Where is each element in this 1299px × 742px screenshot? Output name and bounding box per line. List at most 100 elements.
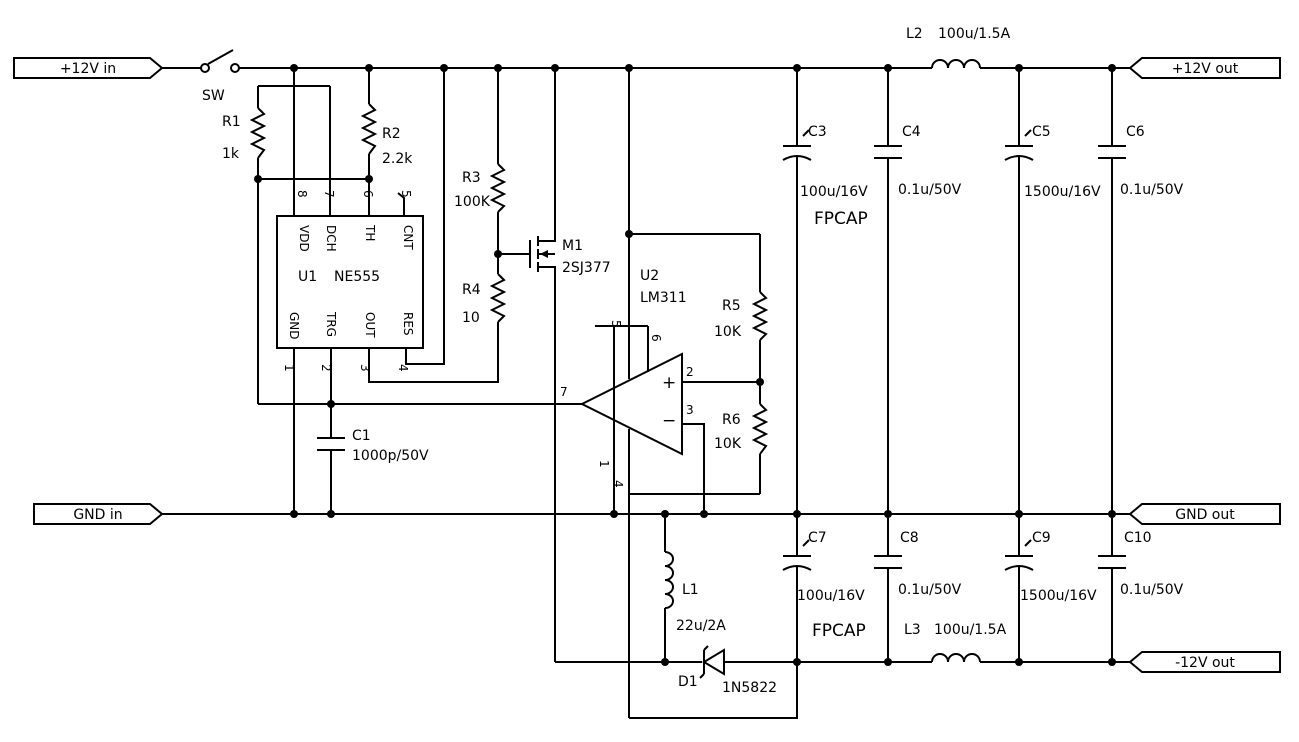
u2-value: LM311 xyxy=(640,290,687,306)
l2-value: 100u/1.5A xyxy=(938,26,1011,42)
c1-ref: C1 xyxy=(352,428,371,444)
port-gnd-in-label: GND in xyxy=(73,507,122,523)
r6-ref: R6 xyxy=(722,412,741,428)
c6-ref: C6 xyxy=(1126,124,1145,140)
u1-pinnum-2: 2 xyxy=(319,364,333,372)
u1-wiring xyxy=(257,68,582,514)
l1-ref: L1 xyxy=(682,582,699,598)
l2-ref: L2 xyxy=(906,26,923,42)
u2-minus: − xyxy=(662,411,676,431)
resistor-r5: R5 10K xyxy=(714,234,769,404)
capacitor-c4: C4 0.1u/50V xyxy=(874,68,962,514)
resistor-r2: R2 2.2k xyxy=(360,103,413,167)
u1-pin-res: RES xyxy=(401,312,415,336)
switch-sw-label: SW xyxy=(202,88,225,104)
u2-pin-1: 1 xyxy=(597,460,611,468)
u1-value: NE555 xyxy=(334,269,380,285)
u1-pinnum-5: 5 xyxy=(399,190,413,198)
port-vneg12-out: -12V out xyxy=(1128,651,1281,673)
c4-value: 0.1u/50V xyxy=(898,182,962,198)
c9-value: 1500u/16V xyxy=(1020,588,1097,604)
c8-value: 0.1u/50V xyxy=(898,582,962,598)
m1-ref: M1 xyxy=(562,238,583,254)
u1-pin-cnt: CNT xyxy=(401,225,415,250)
r3-ref: R3 xyxy=(462,170,481,186)
r5-ref: R5 xyxy=(722,298,741,314)
d1-ref: D1 xyxy=(678,674,698,690)
inductor-l2: L2 100u/1.5A xyxy=(906,26,1011,69)
resistor-r6: R6 10K xyxy=(714,403,769,494)
switch-sw: SW xyxy=(200,49,240,104)
port-v12-out: +12V out xyxy=(1128,57,1281,79)
u2-pin-7: 7 xyxy=(560,385,568,399)
port-v12-in-label: +12V in xyxy=(60,61,116,77)
c4-ref: C4 xyxy=(902,124,921,140)
c3-ref: C3 xyxy=(808,124,827,140)
d1-value: 1N5822 xyxy=(722,680,777,696)
capacitor-c5: C5 1500u/16V xyxy=(1004,68,1101,514)
r6-value: 10K xyxy=(714,436,742,452)
port-gnd-out-label: GND out xyxy=(1175,507,1235,523)
c10-value: 0.1u/50V xyxy=(1120,582,1184,598)
u2-plus: + xyxy=(662,373,676,393)
junction-dots xyxy=(254,64,1116,666)
c1-value: 1000p/50V xyxy=(352,448,429,464)
resistor-r1: R1 1k xyxy=(222,107,267,162)
r2-value: 2.2k xyxy=(382,151,413,167)
port-v12-in: +12V in xyxy=(13,57,164,79)
u2-ref: U2 xyxy=(640,268,659,284)
u1-pin-gnd: GND xyxy=(287,312,301,340)
comparator-u2: U2 LM311 + − 2 3 7 6 5 4 1 xyxy=(560,268,694,488)
u2-pin-3: 3 xyxy=(686,403,694,417)
c7-note: FPCAP xyxy=(812,621,866,641)
u2-pin-6: 6 xyxy=(649,334,663,342)
c3-note: FPCAP xyxy=(814,209,868,229)
u2-pin-4: 4 xyxy=(611,480,625,488)
capacitor-c1: C1 1000p/50V xyxy=(317,428,429,464)
c3-value: 100u/16V xyxy=(800,184,868,200)
c10-ref: C10 xyxy=(1124,530,1152,546)
u1-pinnum-1: 1 xyxy=(282,364,296,372)
r3-value: 100K xyxy=(454,194,491,210)
c5-value: 1500u/16V xyxy=(1024,184,1101,200)
capacitor-c7: C7 100u/16V FPCAP xyxy=(782,514,866,662)
c5-ref: C5 xyxy=(1032,124,1051,140)
capacitor-c3: C3 100u/16V FPCAP xyxy=(782,68,868,514)
u1-pin-trg: TRG xyxy=(324,311,338,337)
r1-value: 1k xyxy=(222,146,240,162)
c8-ref: C8 xyxy=(900,530,919,546)
port-gnd-out: GND out xyxy=(1128,503,1281,525)
m1-value: 2SJ377 xyxy=(562,260,611,276)
l1-value: 22u/2A xyxy=(676,618,726,634)
c7-value: 100u/16V xyxy=(797,588,865,604)
resistor-r4: R4 10 xyxy=(462,273,507,326)
u1-pin-out: OUT xyxy=(363,312,377,338)
u1-pin-th: TH xyxy=(363,224,377,241)
u2-pin-5: 5 xyxy=(609,320,623,328)
capacitor-c8: C8 0.1u/50V xyxy=(874,514,962,662)
u1-pin-dch: DCH xyxy=(324,225,338,252)
c7-ref: C7 xyxy=(808,530,827,546)
port-v12-out-label: +12V out xyxy=(1172,61,1239,77)
ic-u1: U1 NE555 VDD DCH TH CNT GND TRG OUT RES … xyxy=(276,190,424,372)
inductor-l3: L3 100u/1.5A xyxy=(904,622,1007,663)
r5-value: 10K xyxy=(714,324,742,340)
u1-pinnum-8: 8 xyxy=(295,190,309,198)
u1-pinnum-4: 4 xyxy=(396,364,410,372)
c6-value: 0.1u/50V xyxy=(1120,182,1184,198)
l3-ref: L3 xyxy=(904,622,921,638)
capacitor-c10: C10 0.1u/50V xyxy=(1098,514,1184,662)
diode-d1: D1 1N5822 xyxy=(678,645,777,696)
c9-ref: C9 xyxy=(1032,530,1051,546)
port-gnd-in: GND in xyxy=(33,503,164,525)
u1-ref: U1 xyxy=(298,269,317,285)
r4-value: 10 xyxy=(462,310,480,326)
inductor-l1: L1 22u/2A xyxy=(664,514,726,662)
u2-pin-2: 2 xyxy=(686,365,694,379)
u2-wiring xyxy=(595,68,798,719)
r2-ref: R2 xyxy=(382,126,401,142)
l3-value: 100u/1.5A xyxy=(934,622,1007,638)
capacitor-c6: C6 0.1u/50V xyxy=(1098,68,1184,514)
r4-ref: R4 xyxy=(462,282,481,298)
